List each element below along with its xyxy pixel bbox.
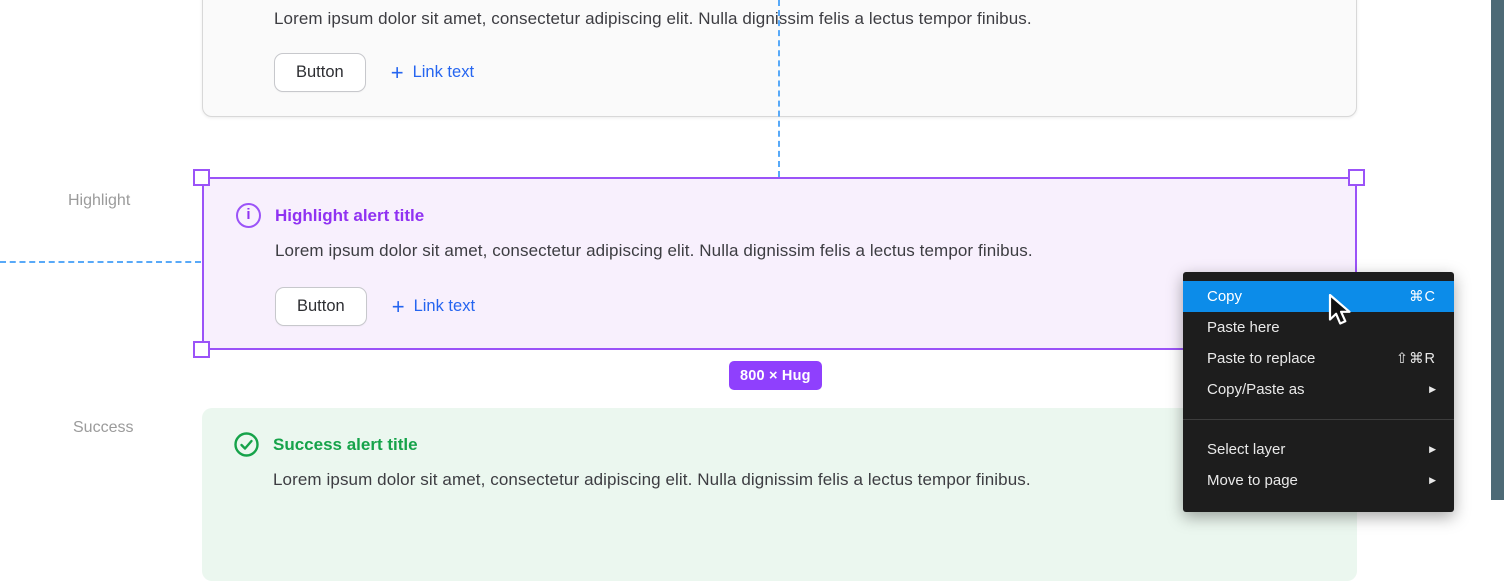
link-label: Link text <box>413 297 476 315</box>
selection-handle-top-left[interactable] <box>193 169 210 186</box>
link-label: Link text <box>412 63 475 81</box>
vertical-center-guide <box>778 0 780 177</box>
selection-handle-bottom-left[interactable] <box>193 341 210 358</box>
alert-highlight-card[interactable]: i Highlight alert title Lorem ipsum dolo… <box>202 177 1357 350</box>
alert-actions: Button + Link text <box>274 53 474 92</box>
shortcut-copy: ⌘C <box>1409 288 1436 305</box>
menu-item-select-layer[interactable]: Select layer ▶ <box>1207 441 1436 458</box>
add-link[interactable]: + Link text <box>390 59 475 85</box>
menu-item-paste-here[interactable]: Paste here <box>1207 319 1280 336</box>
check-circle-icon <box>234 432 259 457</box>
alert-actions: Button + Link text <box>275 287 475 326</box>
shortcut-paste-to-replace: ⇧⌘R <box>1395 350 1436 367</box>
add-link[interactable]: + Link text <box>391 293 476 319</box>
info-circle-icon: i <box>236 203 261 228</box>
menu-item-move-to-page[interactable]: Move to page ▶ <box>1207 472 1436 489</box>
alert-button[interactable]: Button <box>274 53 366 92</box>
menu-item-copy-paste-as[interactable]: Copy/Paste as ▶ <box>1207 381 1436 398</box>
plus-icon: + <box>390 59 404 85</box>
alert-button[interactable]: Button <box>275 287 367 326</box>
right-edge-panel-strip <box>1491 0 1504 500</box>
alert-body-text: Lorem ipsum dolor sit amet, consectetur … <box>275 241 1033 260</box>
alert-title: Highlight alert title <box>275 206 425 225</box>
variant-label-highlight[interactable]: Highlight <box>68 192 131 209</box>
alert-body-text: Lorem ipsum dolor sit amet, consectetur … <box>274 9 1032 28</box>
alert-body-text: Lorem ipsum dolor sit amet, consectetur … <box>273 470 1031 489</box>
mouse-cursor-icon <box>1328 293 1354 333</box>
variant-label-success[interactable]: Success <box>73 419 134 436</box>
menu-divider <box>1183 419 1454 420</box>
context-menu: Copy ⌘C Paste here Paste to replace ⇧⌘R … <box>1183 272 1454 512</box>
submenu-arrow-icon: ▶ <box>1429 475 1436 485</box>
submenu-arrow-icon: ▶ <box>1429 444 1436 454</box>
alert-title: Success alert title <box>273 435 418 454</box>
size-badge: 800 × Hug <box>729 361 822 390</box>
plus-icon: + <box>391 293 405 319</box>
menu-item-copy[interactable]: Copy ⌘C <box>1183 281 1454 312</box>
submenu-arrow-icon: ▶ <box>1429 384 1436 394</box>
horizontal-center-guide <box>0 261 201 263</box>
menu-item-paste-to-replace[interactable]: Paste to replace ⇧⌘R <box>1207 350 1436 367</box>
selection-handle-top-right[interactable] <box>1348 169 1365 186</box>
